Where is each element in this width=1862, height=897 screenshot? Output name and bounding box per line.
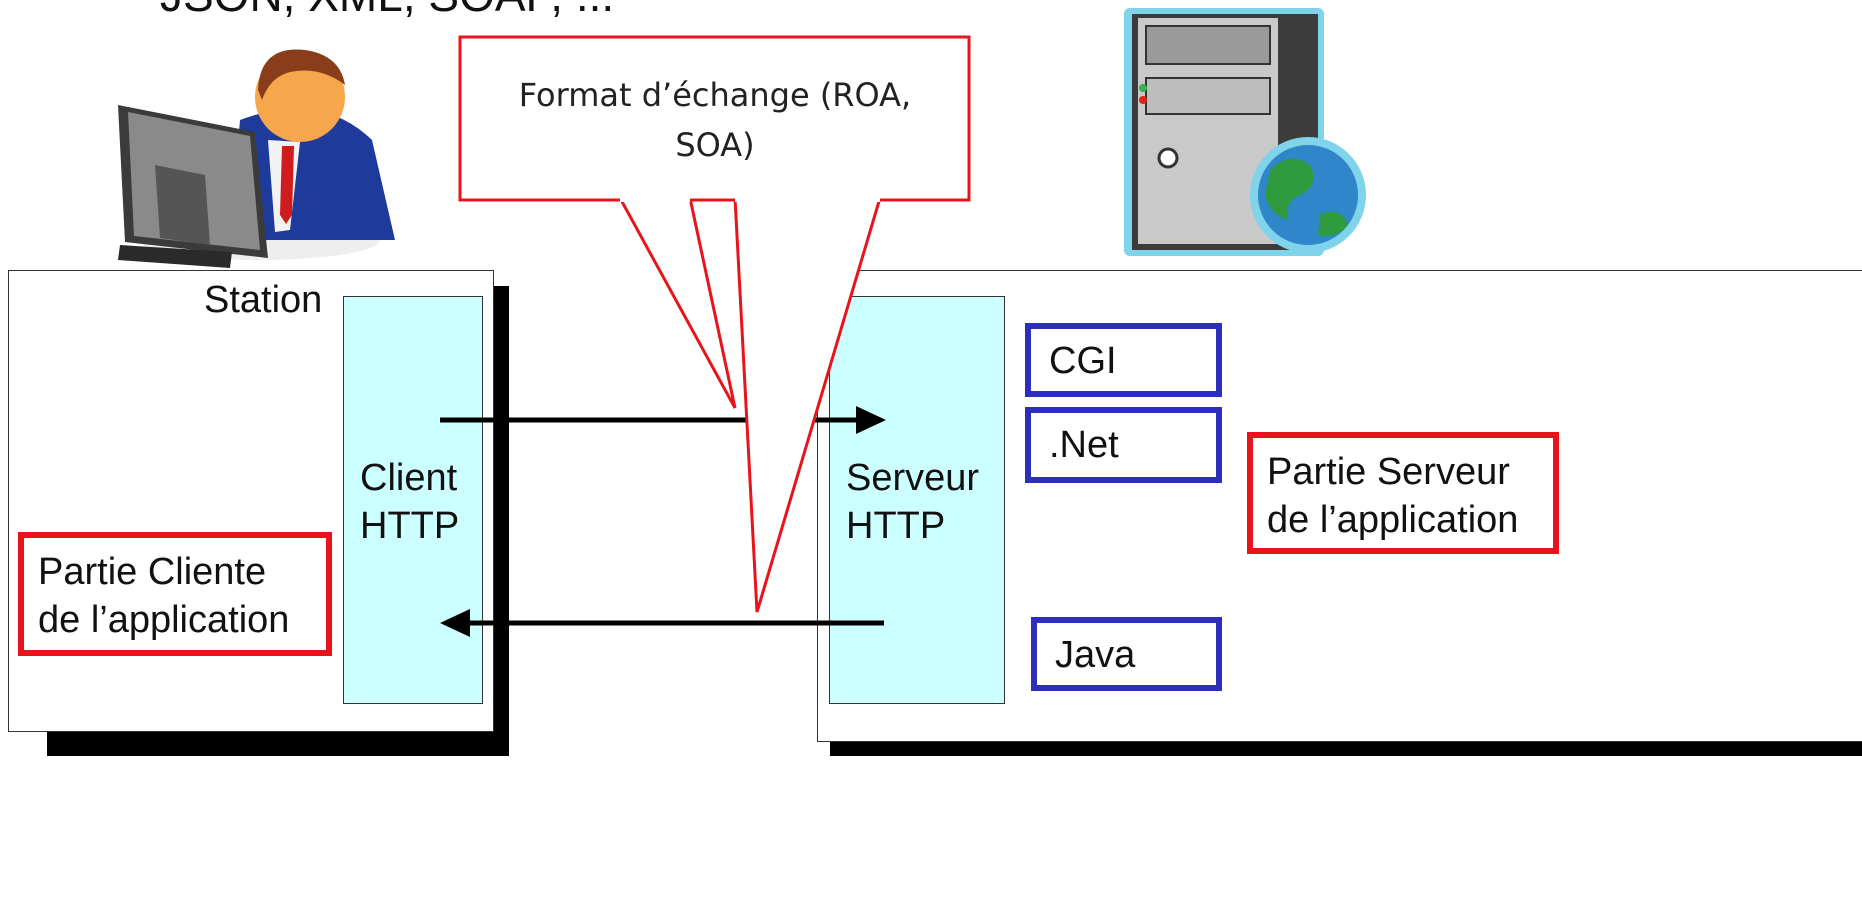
callout-text: Format d’échange (ROA, SOA) xyxy=(518,76,912,164)
tech-box-cgi: CGI xyxy=(1025,323,1222,397)
callout-pointer xyxy=(617,196,737,409)
tech-label-cgi: CGI xyxy=(1049,340,1117,382)
server-http-column xyxy=(829,296,1005,704)
header-cut-text: JSON, XML, SOAP, ... xyxy=(160,0,614,22)
client-http-column xyxy=(343,296,483,704)
client-http-label: Client HTTP xyxy=(360,457,460,547)
server-http-label: Serveur HTTP xyxy=(846,457,980,547)
tech-box-java: Java xyxy=(1031,617,1222,691)
tech-label-java: Java xyxy=(1055,634,1136,676)
server-tower-globe-icon xyxy=(1124,8,1366,256)
tech-label-dotnet: .Net xyxy=(1049,424,1119,466)
callout-pointer xyxy=(733,196,883,613)
server-part-label: Partie Serveur de l’application xyxy=(1267,451,1519,541)
callout-box xyxy=(458,35,971,202)
server-part-box: Partie Serveur de l’application xyxy=(1247,432,1559,554)
request-arrowhead xyxy=(856,406,886,434)
user-at-computer-icon xyxy=(118,49,395,268)
tech-box-dotnet: .Net xyxy=(1025,407,1222,483)
client-part-box: Partie Cliente de l’application xyxy=(18,532,332,656)
client-part-label: Partie Cliente de l’application xyxy=(38,551,290,641)
station-label: Station xyxy=(204,276,329,324)
response-arrowhead xyxy=(440,609,470,637)
